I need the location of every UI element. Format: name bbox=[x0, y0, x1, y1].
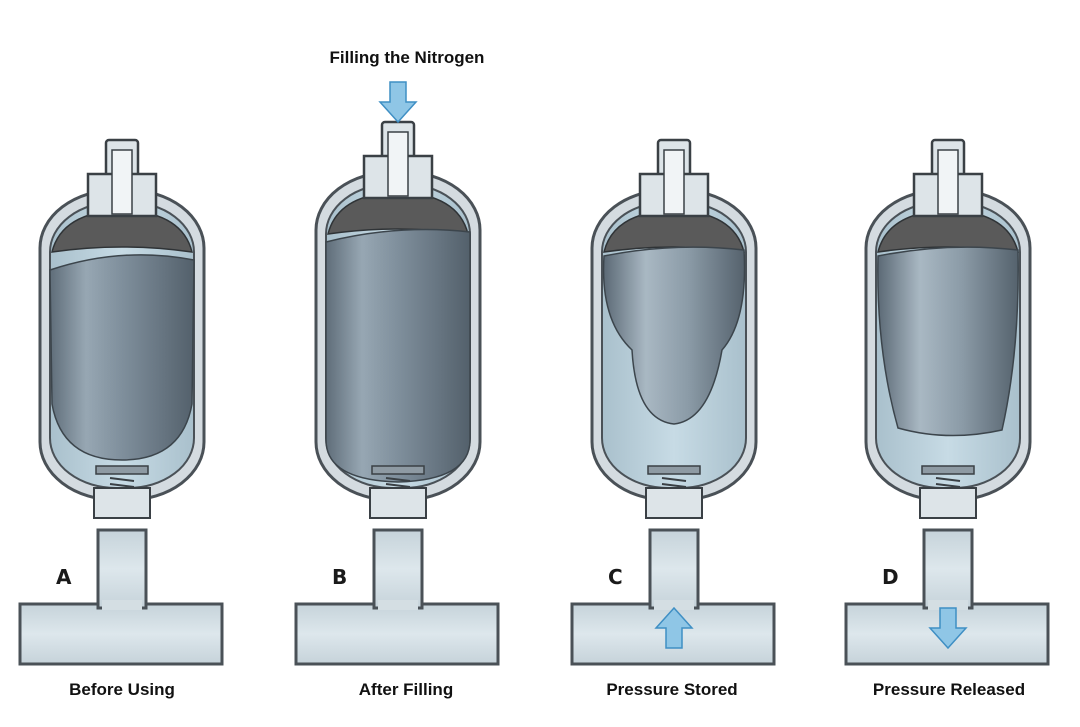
poppet-head bbox=[371, 465, 425, 475]
pipe-junction bbox=[928, 600, 968, 610]
accumulator-d: D bbox=[844, 138, 1050, 666]
pipe-neck bbox=[372, 528, 424, 610]
pipe-junction bbox=[654, 600, 694, 610]
spring-coil bbox=[385, 477, 411, 482]
caption-a: Before Using bbox=[69, 680, 175, 699]
panel-letter-b: B bbox=[332, 565, 347, 589]
poppet-head bbox=[647, 465, 701, 475]
gas-valve-stem bbox=[387, 131, 409, 197]
arrow-icon bbox=[928, 607, 968, 650]
panel-letter-d: D bbox=[882, 565, 899, 589]
accumulator-c: C bbox=[570, 138, 776, 666]
pipe-junction bbox=[378, 600, 418, 610]
bladder bbox=[49, 254, 195, 461]
pipe-neck bbox=[648, 528, 700, 610]
spring-coil bbox=[385, 483, 411, 488]
bladder bbox=[602, 246, 746, 425]
spring-coil bbox=[935, 483, 961, 488]
fluid-port bbox=[369, 487, 427, 519]
pipe bbox=[18, 602, 224, 666]
gas-valve-stem bbox=[111, 149, 133, 215]
spring-coil bbox=[661, 483, 687, 488]
caption-d: Pressure Released bbox=[872, 680, 1026, 699]
spring-coil bbox=[935, 477, 961, 482]
gas-valve-stem bbox=[663, 149, 685, 215]
fluid-port bbox=[645, 487, 703, 519]
poppet-head bbox=[921, 465, 975, 475]
arrow-icon bbox=[654, 606, 694, 649]
gas-cap bbox=[603, 209, 745, 253]
poppet-head bbox=[95, 465, 149, 475]
pipe-neck bbox=[96, 528, 148, 610]
gas-cap bbox=[51, 209, 193, 253]
spring-coil bbox=[661, 477, 687, 482]
pipe bbox=[294, 602, 500, 666]
pipe-junction bbox=[102, 600, 142, 610]
accumulator-a: A bbox=[18, 138, 224, 666]
fluid-port bbox=[919, 487, 977, 519]
gas-cap bbox=[877, 209, 1019, 253]
accumulator-b: B bbox=[294, 120, 500, 666]
arrow-icon bbox=[378, 81, 418, 124]
caption-b: After Filling bbox=[358, 680, 454, 699]
pipe-neck bbox=[922, 528, 974, 610]
spring-coil bbox=[109, 477, 135, 482]
bladder bbox=[325, 228, 471, 483]
filling-nitrogen-label: Filling the Nitrogen bbox=[329, 48, 485, 67]
gas-valve-stem bbox=[937, 149, 959, 215]
caption-c: Pressure Stored bbox=[606, 680, 738, 699]
fluid-port bbox=[93, 487, 151, 519]
panel-letter-c: C bbox=[608, 565, 623, 589]
spring-coil bbox=[109, 483, 135, 488]
bladder bbox=[877, 246, 1019, 437]
panel-letter-a: A bbox=[56, 565, 72, 589]
gas-cap bbox=[327, 191, 469, 235]
